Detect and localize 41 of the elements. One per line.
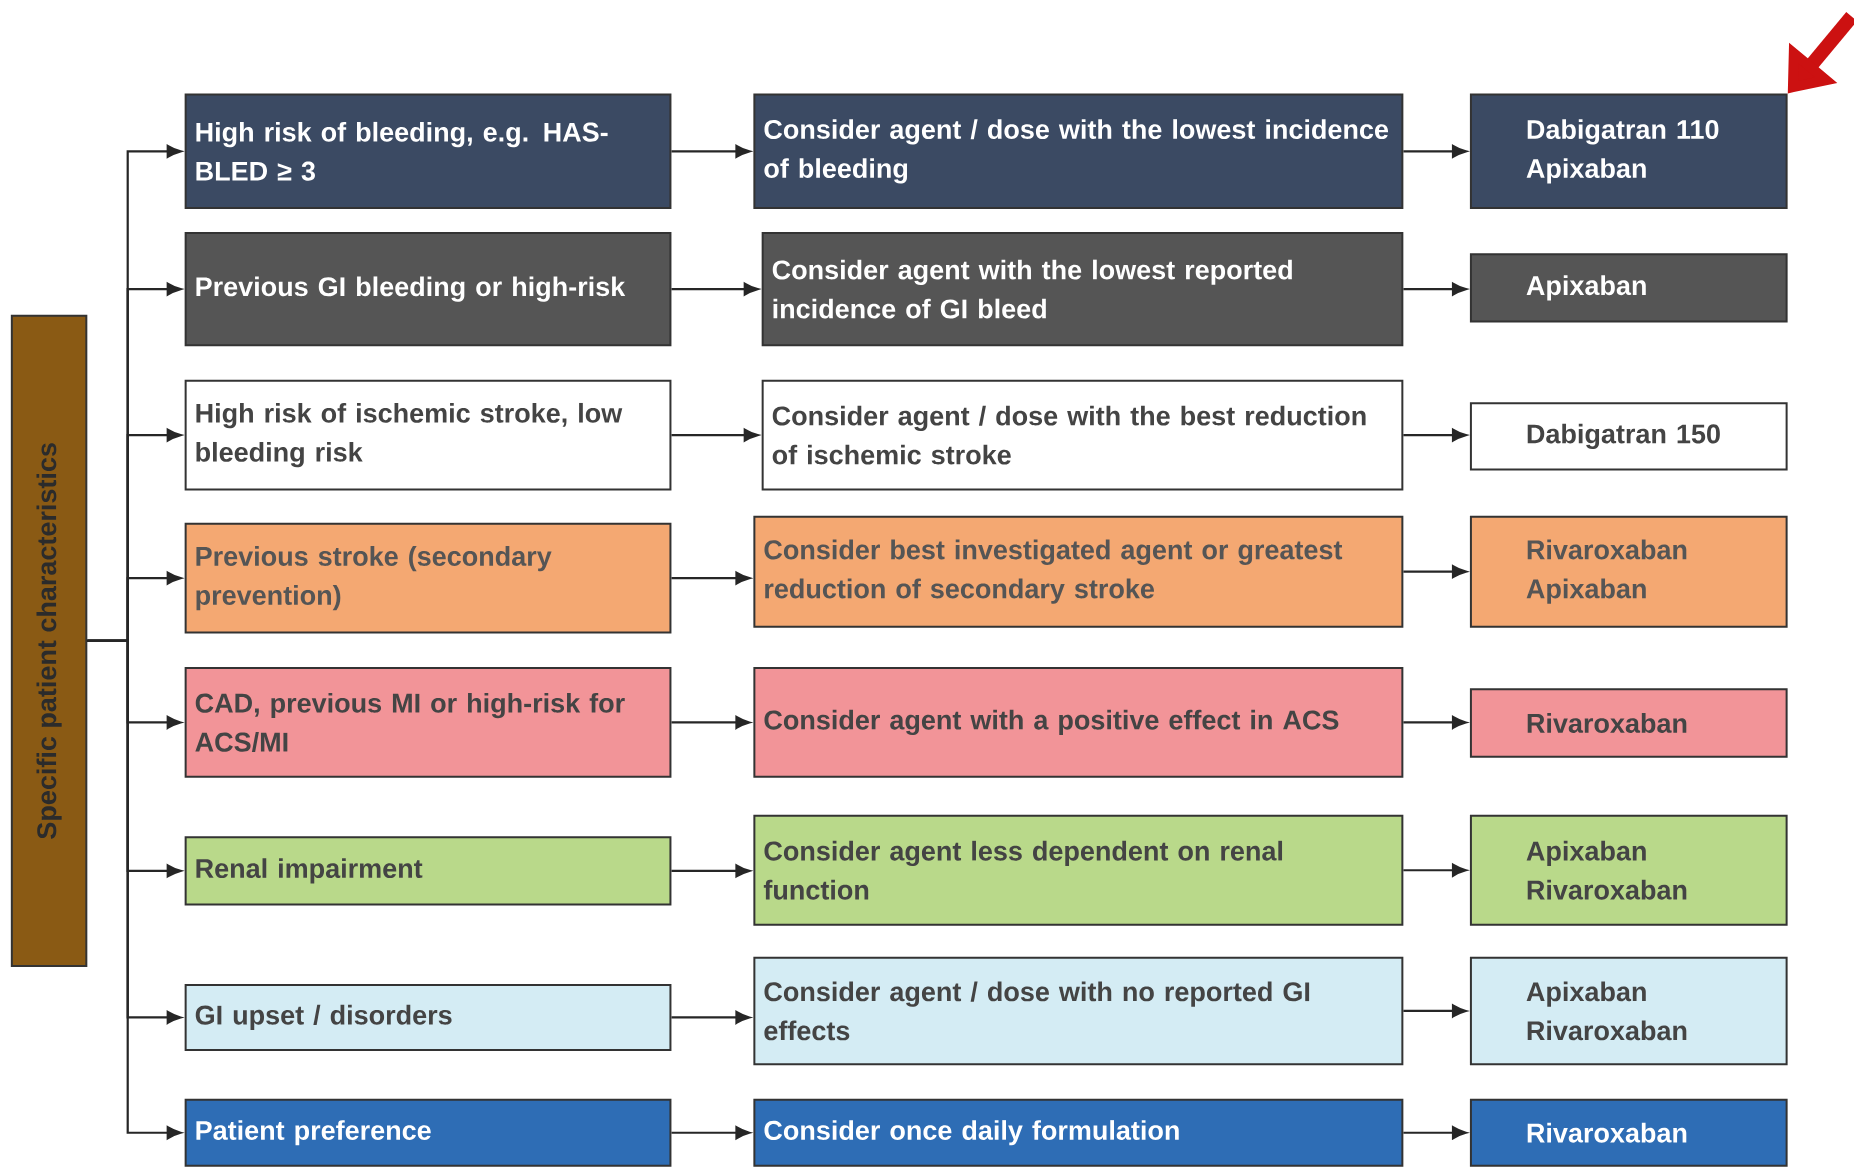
process-box: Consider agent / dose with the best reduction of ischemic stroke [761,379,1404,491]
arrow [1403,1126,1467,1140]
process-box: Previous GI bleeding or high-risk [184,231,672,347]
arrow [671,282,759,296]
process-box: Consider once daily formulation [753,1098,1404,1167]
process-box: Patient preference [184,1098,672,1167]
arrow [1403,1004,1467,1018]
process-box: Rivaroxaban [1469,688,1788,758]
category-box: Specific patient characteristics [10,314,88,967]
arrow [671,715,751,729]
process-box: High risk of bleeding, e.g. HAS-BLED ≥ 3 [184,93,672,209]
process-box: CAD, previous MI or high-risk for ACS/MI [184,666,672,778]
arrow [671,864,751,878]
process-box: Rivaroxaban [1469,1098,1788,1167]
process-box: Previous stroke (secondary prevention) [184,522,672,634]
branch-arrow [87,639,182,1140]
arrow [1403,144,1467,158]
arrow [671,1010,751,1024]
process-box: Consider agent with a positive effect in ACS [753,666,1404,778]
arrow [671,144,751,158]
arrow [1403,282,1467,296]
process-box: Dabigatran 110 Apixaban [1469,93,1788,209]
process-box: Consider best investigated agent or greatest reduction of secondary stroke [753,515,1404,628]
arrow [1403,565,1467,579]
arrow [1403,863,1467,877]
process-box: Consider agent with the lowest reported incidence of GI bleed [761,231,1404,347]
process-box: Consider agent / dose with no reported GI effects [753,956,1404,1066]
arrow [671,1126,751,1140]
process-box: Apixaban Rivaroxaban [1469,814,1788,926]
arrow [671,428,759,442]
process-box: Renal impairment [184,836,672,906]
process-box: High risk of ischemic stroke, low bleeding risk [184,379,672,491]
process-box: Consider agent / dose with the lowest incidence of bleeding [753,93,1404,209]
process-box: GI upset / disorders [184,983,672,1051]
arrow [1403,428,1467,442]
process-box: Rivaroxaban Apixaban [1469,515,1788,628]
process-box: Apixaban Rivaroxaban [1469,956,1788,1066]
process-box: Consider agent less dependent on renal function [753,814,1404,926]
process-box: Dabigatran 150 [1469,402,1788,471]
arrow [671,571,751,585]
process-box: Apixaban [1469,253,1788,323]
